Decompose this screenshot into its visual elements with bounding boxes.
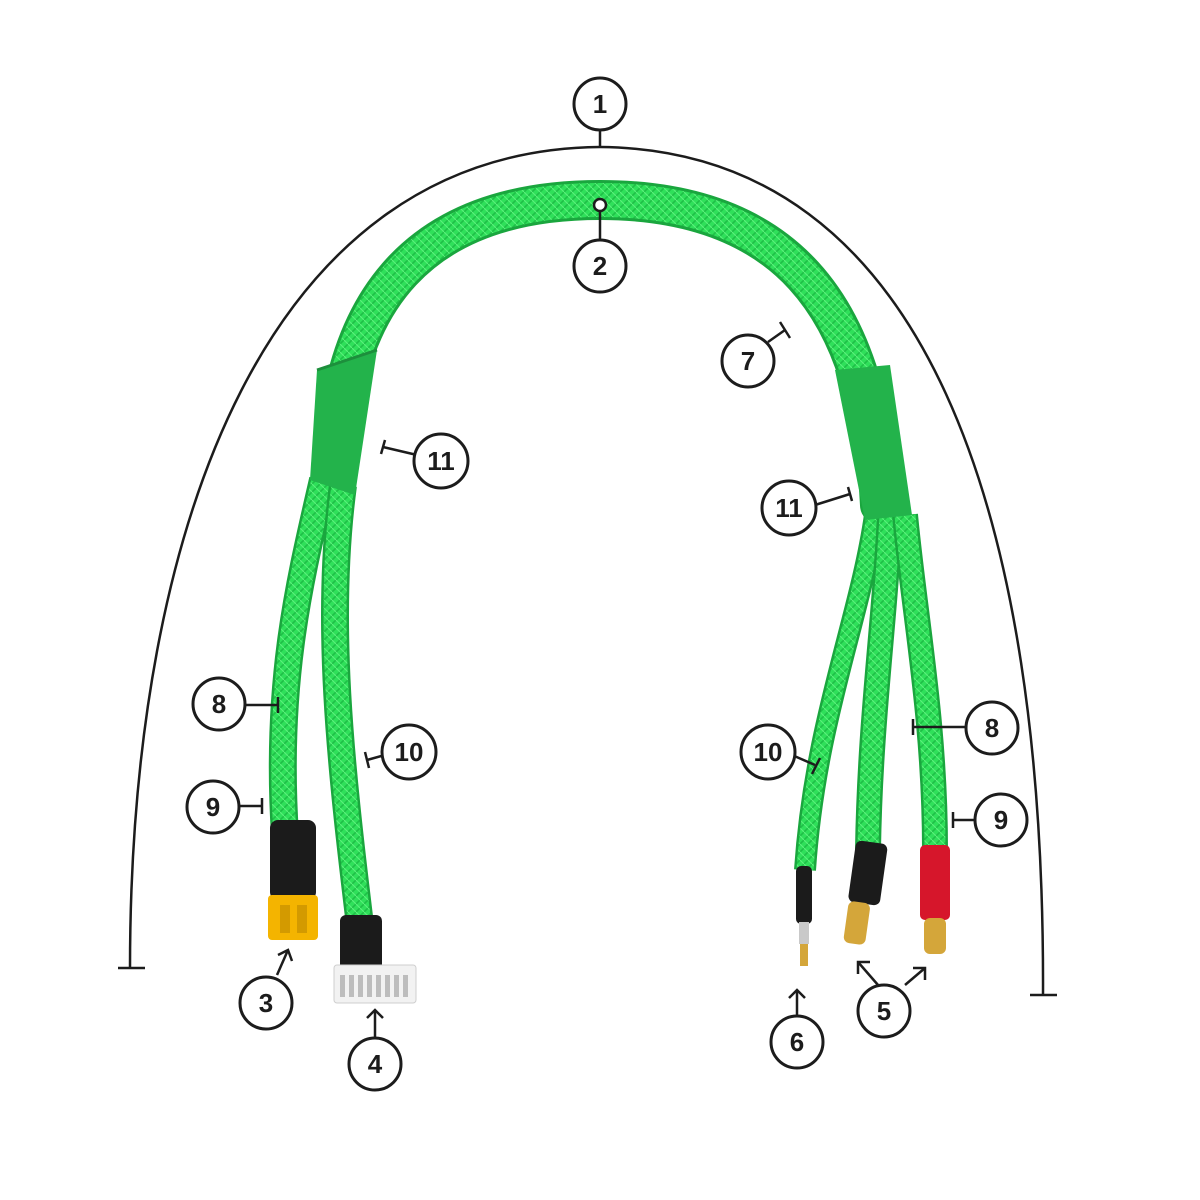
callout-3: 3 (238, 975, 294, 1031)
leaders (237, 321, 977, 1037)
callout-label-6: 6 (790, 1027, 804, 1057)
callout-label-11-right: 11 (775, 493, 803, 523)
callout-label-3: 3 (259, 988, 273, 1018)
callout-label-2: 2 (593, 251, 607, 281)
balance-plug-icon (333, 915, 417, 1004)
callout-9-left: 9 (185, 779, 241, 835)
callout-8-left: 8 (191, 676, 247, 732)
callout-label-10-right: 10 (754, 737, 783, 767)
callout-7: 7 (720, 333, 776, 389)
xt-connector-icon (268, 820, 318, 940)
callout-label-9-right: 9 (994, 805, 1008, 835)
callout-1: 1 (572, 76, 628, 132)
callout-10-left: 10 (380, 723, 438, 781)
callout-11-left: 11 (412, 432, 470, 490)
marker-dot (592, 197, 608, 213)
callout-label-10-left: 10 (395, 737, 424, 767)
callout-11-right: 11 (760, 479, 818, 537)
callout-9-right: 9 (973, 792, 1029, 848)
right-branches (794, 513, 948, 871)
callout-label-1: 1 (593, 89, 607, 119)
banana-plug-icon (843, 840, 950, 954)
callout-2: 2 (572, 238, 628, 294)
callout-4: 4 (347, 1036, 403, 1092)
callout-label-7: 7 (741, 346, 755, 376)
pin-plug-icon (796, 866, 812, 966)
callout-10-right: 10 (739, 723, 797, 781)
callout-label-9-left: 9 (206, 792, 220, 822)
callout-5: 5 (856, 983, 912, 1039)
right-shrink-collar (835, 365, 912, 520)
callout-label-11-left: 11 (427, 446, 455, 476)
callout-label-8-right: 8 (985, 713, 999, 743)
callout-8-right: 8 (964, 700, 1020, 756)
callout-label-5: 5 (877, 996, 891, 1026)
left-branches (268, 476, 374, 927)
callout-6: 6 (769, 1014, 825, 1070)
callout-label-4: 4 (368, 1049, 383, 1079)
callout-label-8-left: 8 (212, 689, 226, 719)
left-shrink-collar (310, 348, 378, 495)
